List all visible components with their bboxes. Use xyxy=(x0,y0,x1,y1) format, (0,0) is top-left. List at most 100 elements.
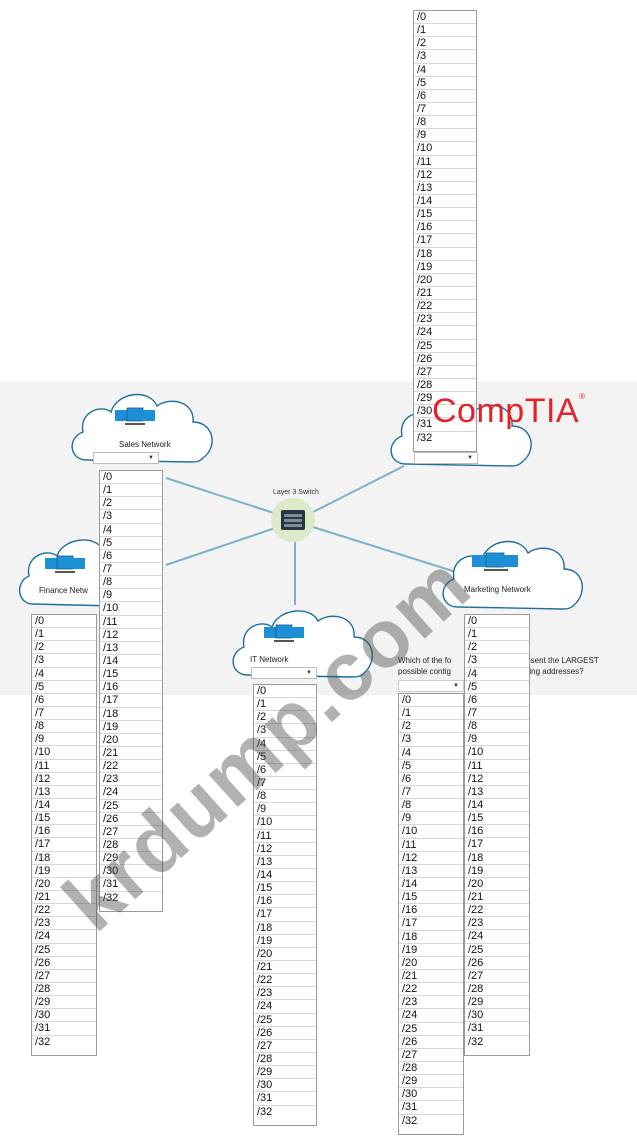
prefix-option[interactable]: /12 xyxy=(254,843,316,856)
prefix-option[interactable]: /21 xyxy=(399,970,463,984)
prefix-option[interactable]: /22 xyxy=(32,904,96,918)
prefix-option[interactable]: /5 xyxy=(465,681,529,694)
prefix-option[interactable]: /18 xyxy=(399,931,463,944)
prefix-option[interactable]: /20 xyxy=(465,878,529,891)
prefix-option[interactable]: /19 xyxy=(414,261,476,274)
prefix-list-it[interactable]: /0/1/2/3/4/5/6/7/8/9/10/11/12/13/14/15/1… xyxy=(253,684,317,1126)
prefix-option[interactable]: /2 xyxy=(465,641,529,655)
prefix-option[interactable]: /15 xyxy=(32,812,96,826)
prefix-option[interactable]: /8 xyxy=(399,799,463,813)
prefix-option[interactable]: /10 xyxy=(100,602,162,616)
prefix-option[interactable]: /4 xyxy=(465,668,529,681)
prefix-list-marketing[interactable]: /0/1/2/3/4/5/6/7/8/9/10/11/12/13/14/15/1… xyxy=(464,614,530,1056)
prefix-option[interactable]: /8 xyxy=(32,720,96,734)
prefix-option[interactable]: /25 xyxy=(100,800,162,813)
prefix-option[interactable]: /4 xyxy=(254,738,316,751)
prefix-option[interactable]: /0 xyxy=(100,471,162,485)
prefix-option[interactable]: /6 xyxy=(399,773,463,786)
prefix-option[interactable]: /23 xyxy=(254,987,316,1001)
sales-prefix-dropdown[interactable]: ▼ xyxy=(93,452,159,464)
prefix-option[interactable]: /26 xyxy=(414,353,476,366)
prefix-option[interactable]: /24 xyxy=(254,1000,316,1014)
prefix-option[interactable]: /32 xyxy=(402,1114,418,1127)
prefix-option[interactable]: /10 xyxy=(32,746,96,760)
prefix-option[interactable]: /16 xyxy=(254,895,316,909)
prefix-option[interactable]: /11 xyxy=(32,760,96,773)
prefix-option[interactable]: /10 xyxy=(254,816,316,830)
prefix-option[interactable]: /22 xyxy=(254,974,316,988)
prefix-option[interactable]: /29 xyxy=(465,996,529,1010)
prefix-option[interactable]: /1 xyxy=(100,484,162,498)
prefix-option[interactable]: /30 xyxy=(254,1079,316,1093)
prefix-option[interactable]: /20 xyxy=(32,878,96,891)
prefix-option[interactable]: /8 xyxy=(100,576,162,590)
prefix-option[interactable]: /3 xyxy=(399,733,463,747)
prefix-option[interactable]: /9 xyxy=(254,803,316,817)
prefix-option[interactable]: /0 xyxy=(465,615,529,629)
prefix-option[interactable]: /1 xyxy=(32,628,96,642)
prefix-option[interactable]: /6 xyxy=(254,764,316,777)
prefix-option[interactable]: /27 xyxy=(399,1049,463,1062)
prefix-option[interactable]: /10 xyxy=(399,825,463,839)
prefix-option[interactable]: /30 xyxy=(414,405,476,419)
prefix-option[interactable]: /19 xyxy=(399,944,463,957)
prefix-option[interactable]: /22 xyxy=(399,983,463,997)
prefix-option[interactable]: /14 xyxy=(465,799,529,813)
prefix-option[interactable]: /21 xyxy=(414,287,476,301)
prefix-option[interactable]: /6 xyxy=(414,90,476,103)
prefix-option[interactable]: /18 xyxy=(465,852,529,865)
prefix-option[interactable]: /27 xyxy=(414,366,476,379)
prefix-option[interactable]: /17 xyxy=(414,234,476,248)
prefix-option[interactable]: /4 xyxy=(100,524,162,537)
prefix-option[interactable]: /16 xyxy=(100,681,162,695)
prefix-option[interactable]: /20 xyxy=(414,274,476,287)
prefix-option[interactable]: /0 xyxy=(32,615,96,629)
prefix-option[interactable]: /16 xyxy=(414,221,476,235)
prefix-option[interactable]: /14 xyxy=(399,878,463,892)
prefix-option[interactable]: /32 xyxy=(417,431,433,444)
prefix-option[interactable]: /28 xyxy=(32,983,96,997)
prefix-option[interactable]: /1 xyxy=(399,707,463,721)
prefix-option[interactable]: /32 xyxy=(103,891,119,904)
prefix-option[interactable]: /2 xyxy=(100,497,162,511)
prefix-option[interactable]: /3 xyxy=(465,654,529,668)
prefix-option[interactable]: /27 xyxy=(32,970,96,983)
prefix-option[interactable]: /3 xyxy=(32,654,96,668)
prefix-option[interactable]: /29 xyxy=(100,852,162,866)
prefix-option[interactable]: /28 xyxy=(100,839,162,853)
prefix-option[interactable]: /16 xyxy=(32,825,96,839)
prefix-option[interactable]: /20 xyxy=(100,734,162,747)
prefix-option[interactable]: /13 xyxy=(32,786,96,799)
prefix-option[interactable]: /17 xyxy=(100,694,162,708)
answer-prefix-dropdown[interactable]: ▼ xyxy=(398,680,464,692)
prefix-option[interactable]: /31 xyxy=(399,1101,463,1115)
prefix-option[interactable]: /10 xyxy=(465,746,529,760)
prefix-option[interactable]: /17 xyxy=(32,838,96,852)
prefix-option[interactable]: /8 xyxy=(414,116,476,130)
prefix-option[interactable]: /8 xyxy=(254,790,316,804)
prefix-option[interactable]: /14 xyxy=(254,869,316,883)
prefix-option[interactable]: /9 xyxy=(465,733,529,747)
prefix-option[interactable]: /18 xyxy=(254,922,316,935)
prefix-option[interactable]: /17 xyxy=(254,908,316,922)
prefix-option[interactable]: /19 xyxy=(32,865,96,878)
prefix-option[interactable]: /0 xyxy=(414,11,476,25)
prefix-option[interactable]: /31 xyxy=(414,418,476,432)
prefix-option[interactable]: /19 xyxy=(100,721,162,734)
prefix-option[interactable]: /11 xyxy=(100,616,162,629)
prefix-option[interactable]: /3 xyxy=(100,510,162,524)
prefix-option[interactable]: /11 xyxy=(414,156,476,169)
it-prefix-dropdown[interactable]: ▼ xyxy=(251,667,317,679)
prefix-option[interactable]: /25 xyxy=(254,1014,316,1027)
prefix-option[interactable]: /22 xyxy=(465,904,529,918)
prefix-option[interactable]: /29 xyxy=(32,996,96,1010)
prefix-option[interactable]: /6 xyxy=(100,550,162,563)
prefix-option[interactable]: /27 xyxy=(254,1040,316,1053)
prefix-option[interactable]: /25 xyxy=(414,340,476,353)
prefix-option[interactable]: /7 xyxy=(32,707,96,721)
prefix-option[interactable]: /1 xyxy=(254,698,316,712)
prefix-option[interactable]: /12 xyxy=(414,169,476,182)
prefix-option[interactable]: /31 xyxy=(465,1022,529,1036)
prefix-option[interactable]: /9 xyxy=(414,129,476,143)
prefix-option[interactable]: /11 xyxy=(465,760,529,773)
